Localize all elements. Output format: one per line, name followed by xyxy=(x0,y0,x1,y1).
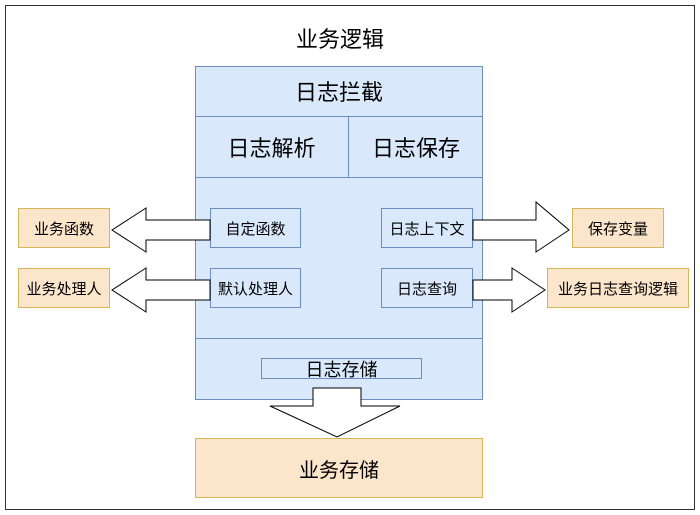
arrow-to-business-storage xyxy=(269,387,401,438)
log-storage-box: 日志存储 xyxy=(261,358,422,381)
divider-vertical xyxy=(348,117,349,177)
business-handler-box: 业务处理人 xyxy=(18,268,110,308)
parse-cell: 日志解析 xyxy=(227,137,316,162)
save-cell: 日志保存 xyxy=(371,137,460,162)
business-log-query-logic-box: 业务日志查询逻辑 xyxy=(547,268,689,308)
divider-middle xyxy=(195,177,483,178)
default-handler-box: 默认处理人 xyxy=(210,268,301,308)
interceptor-title: 日志拦截 xyxy=(294,81,383,106)
divider-top xyxy=(195,116,483,117)
divider-bottom xyxy=(195,338,483,339)
arrow-to-business-log-query-logic xyxy=(472,267,546,313)
diagram-title: 业务逻辑 xyxy=(295,28,384,53)
log-context-box: 日志上下文 xyxy=(381,208,473,248)
arrow-to-business-function xyxy=(111,207,211,253)
business-storage-box: 业务存储 xyxy=(195,438,483,498)
log-query-box: 日志查询 xyxy=(381,268,473,308)
outer-frame xyxy=(5,5,695,510)
arrow-to-save-variable xyxy=(472,200,570,253)
arrow-to-business-handler xyxy=(111,267,211,313)
custom-function-box: 自定函数 xyxy=(210,208,301,248)
business-function-box: 业务函数 xyxy=(18,208,110,248)
save-variable-box: 保存变量 xyxy=(572,208,664,248)
